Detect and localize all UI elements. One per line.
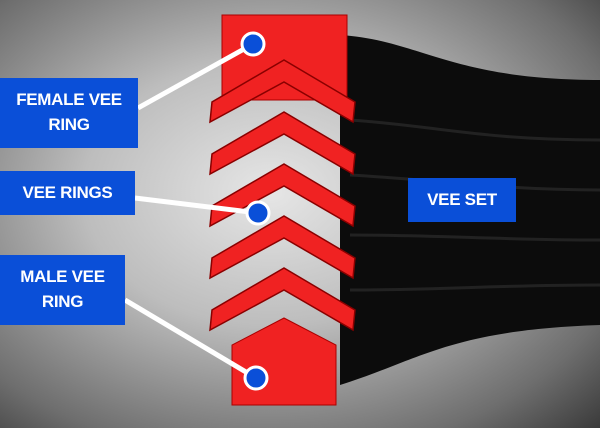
marker-dots bbox=[240, 31, 271, 391]
vee-ring-chevron bbox=[209, 215, 356, 280]
male-vee-ring bbox=[231, 317, 337, 406]
vee-ring-chevron bbox=[209, 59, 356, 124]
vee-rings-label: VEE RINGS bbox=[0, 171, 135, 215]
male-dot bbox=[243, 365, 269, 391]
vee-rings-dot bbox=[245, 200, 271, 226]
vee-ring-chevron bbox=[209, 111, 356, 176]
vee-rings bbox=[209, 59, 356, 332]
vee-set-label: VEE SET bbox=[408, 178, 516, 222]
vee-ring-chevron bbox=[209, 267, 356, 332]
female-dot bbox=[240, 31, 266, 57]
male-vee-ring-label: MALE VEE RING bbox=[0, 255, 125, 325]
female-vee-ring-label: FEMALE VEE RING bbox=[0, 78, 138, 148]
leader-lines bbox=[123, 41, 259, 381]
